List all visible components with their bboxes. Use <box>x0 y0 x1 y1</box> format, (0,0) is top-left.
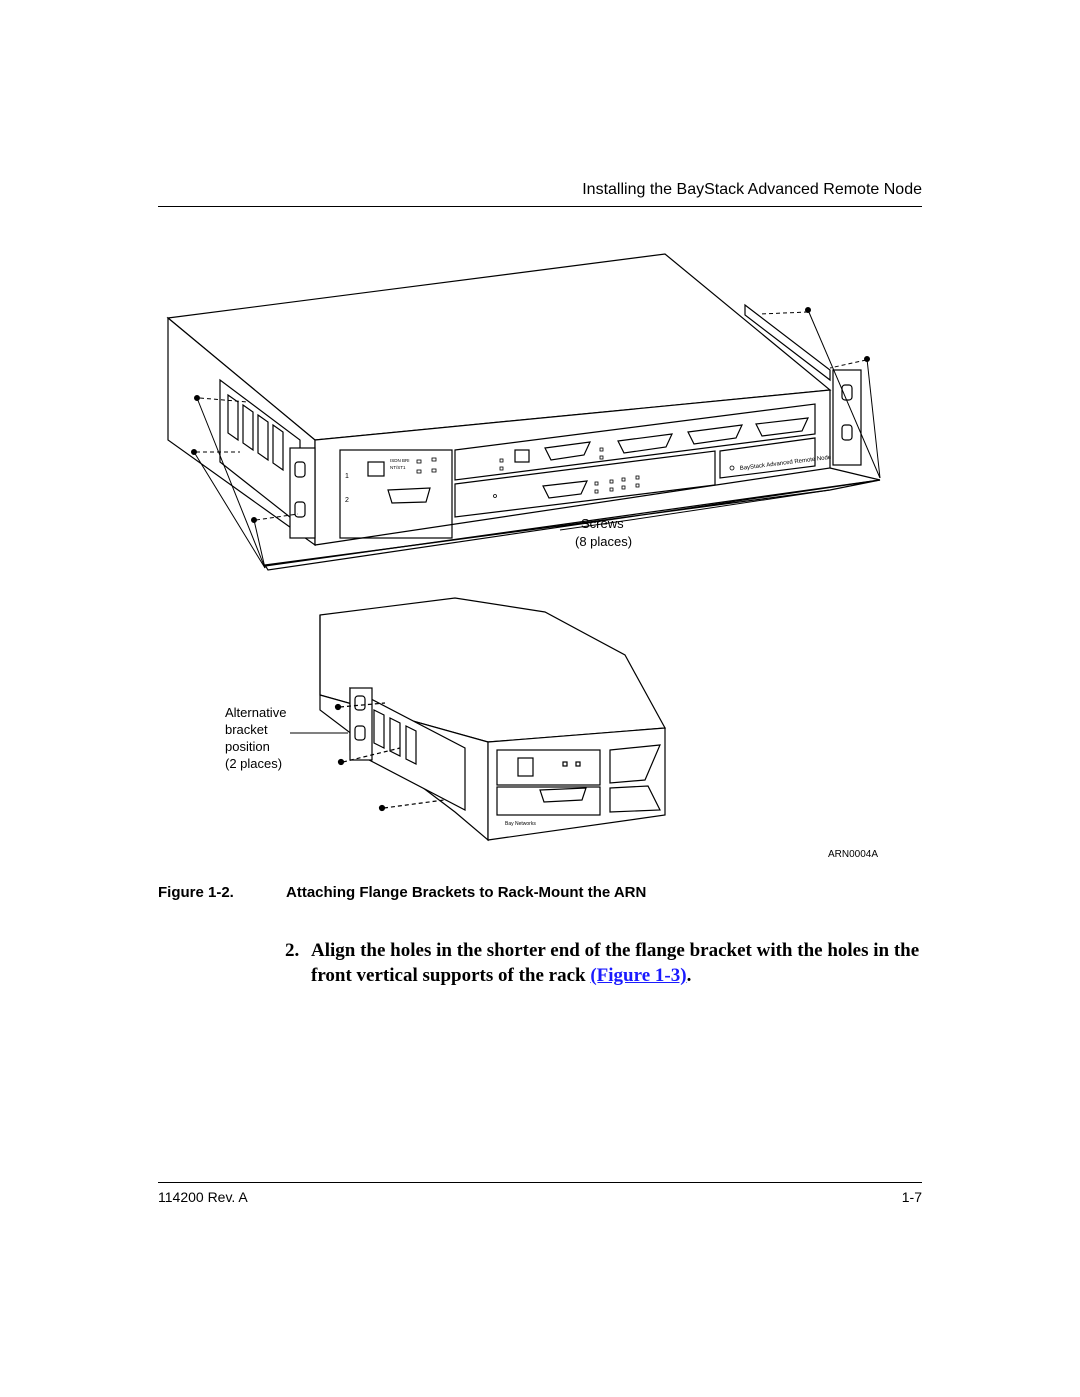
svg-text:2: 2 <box>345 497 349 504</box>
svg-text:(8 places): (8 places) <box>575 534 632 549</box>
step-text: Align the holes in the shorter end of th… <box>311 940 920 986</box>
footer-doc-number: 114200 Rev. A <box>158 1189 248 1205</box>
svg-text:1: 1 <box>345 473 349 480</box>
footer-page-number: 1-7 <box>901 1189 922 1205</box>
figure-cross-reference-link[interactable]: (Figure 1-3) <box>590 965 687 986</box>
step-number: 2. <box>285 940 300 961</box>
svg-text:ISDN BRI: ISDN BRI <box>390 458 410 463</box>
callout-alternative: Alternative <box>225 705 286 720</box>
header-rule <box>158 206 922 207</box>
figure-number: Figure 1-2. <box>158 884 234 901</box>
svg-text:bracket: bracket <box>225 722 268 737</box>
figure-caption: Figure 1-2. Attaching Flange Brackets to … <box>158 884 646 901</box>
procedure-step: 2. Align the holes in the shorter end of… <box>285 938 925 988</box>
running-header-title: Installing the BayStack Advanced Remote … <box>582 181 922 198</box>
svg-text:Bay Networks: Bay Networks <box>505 821 536 827</box>
svg-text:NT/ST1: NT/ST1 <box>390 465 406 470</box>
figure-illustration: 1 2 ISDN BRI NT/ST1 BayStack Advanced Re… <box>166 253 881 860</box>
figure-title: Attaching Flange Brackets to Rack-Mount … <box>286 884 647 901</box>
rack-mount-unit-front-view: 1 2 ISDN BRI NT/ST1 BayStack Advanced Re… <box>166 253 881 571</box>
step-end: . <box>686 965 692 986</box>
footer-rule <box>158 1182 922 1183</box>
callout-screws: Screws <box>581 516 624 531</box>
unit-alternative-bracket-view: Bay Networks Alternative bracket positio… <box>225 597 666 842</box>
svg-text:(2 places): (2 places) <box>225 756 282 771</box>
svg-text:position: position <box>225 739 270 754</box>
figure-id: ARN0004A <box>828 849 878 860</box>
